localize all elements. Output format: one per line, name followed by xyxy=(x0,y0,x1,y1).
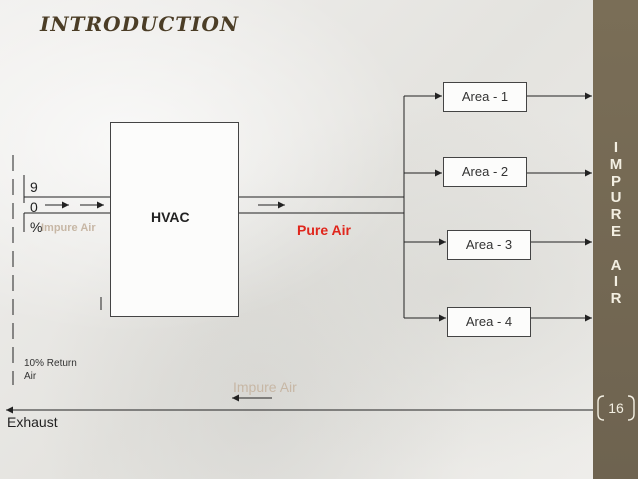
percent-sign: % xyxy=(30,219,43,235)
hvac-unit-box xyxy=(110,122,239,317)
vertical-letter: A xyxy=(610,256,622,274)
sidebar-band xyxy=(593,0,638,479)
area-2-box: Area - 2 xyxy=(443,157,527,187)
impure-air-return-label: Impure Air xyxy=(233,379,297,395)
page-number: 16 xyxy=(608,400,624,416)
percent-digit-0: 0 xyxy=(30,199,38,215)
vertical-letter: E xyxy=(610,222,621,240)
return-air-label: 10% Return Air xyxy=(24,358,77,382)
pure-air-label: Pure Air xyxy=(297,222,351,238)
vertical-letter: I xyxy=(613,273,619,291)
area-4-box: Area - 4 xyxy=(447,307,531,337)
exhaust-label: Exhaust xyxy=(7,414,58,430)
impure-air-vertical-label: I M P U R E A I R xyxy=(598,139,634,308)
vertical-letter: R xyxy=(610,206,622,224)
vertical-letter: R xyxy=(610,290,622,308)
hvac-label: HVAC xyxy=(151,209,190,225)
percent-digit-9: 9 xyxy=(30,179,38,195)
impure-air-inlet-label: Impure Air xyxy=(41,222,96,234)
area-1-box: Area - 1 xyxy=(443,82,527,112)
vertical-letter: U xyxy=(610,189,622,207)
area-3-box: Area - 3 xyxy=(447,230,531,260)
slide-title: INTRODUCTION xyxy=(40,12,240,36)
vertical-letter: I xyxy=(613,139,619,156)
vertical-letter: M xyxy=(609,155,623,173)
vertical-letter: P xyxy=(610,172,621,190)
page-number-brackets xyxy=(597,395,635,421)
